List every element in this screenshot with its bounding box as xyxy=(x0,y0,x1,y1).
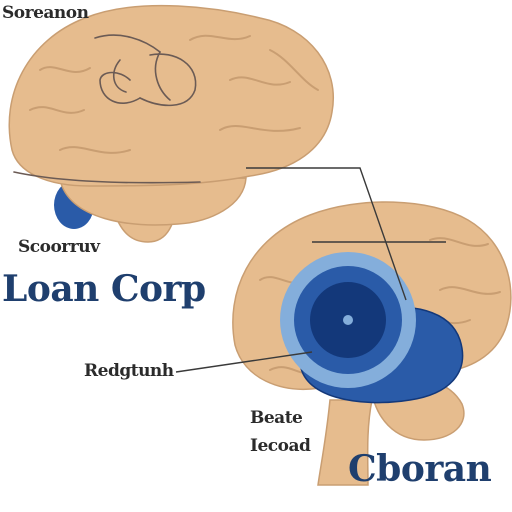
label-lower-b: Iecoad xyxy=(250,436,311,456)
lower-blue-core xyxy=(343,315,353,325)
upper-brain-folds xyxy=(29,34,319,154)
label-pointer: Redgtunh xyxy=(84,361,174,381)
label-bottom-big: Cboran xyxy=(348,448,492,490)
lower-brain-icon xyxy=(232,201,512,486)
lower-brainstem xyxy=(317,399,373,486)
label-lower-a: Beate xyxy=(250,408,303,428)
label-top-left: Soreanon xyxy=(2,3,89,23)
upper-brain-lines xyxy=(13,34,201,184)
label-left-small: Scoorruv xyxy=(18,237,100,257)
leader-line-pointer xyxy=(175,351,313,373)
upper-brain-icon xyxy=(8,4,334,243)
upper-cerebellum xyxy=(59,177,247,226)
upper-cerebrum xyxy=(8,4,334,187)
leader-lines xyxy=(175,167,446,373)
leader-line-connector xyxy=(246,167,407,301)
label-left-big: Loan Corp xyxy=(2,268,206,310)
